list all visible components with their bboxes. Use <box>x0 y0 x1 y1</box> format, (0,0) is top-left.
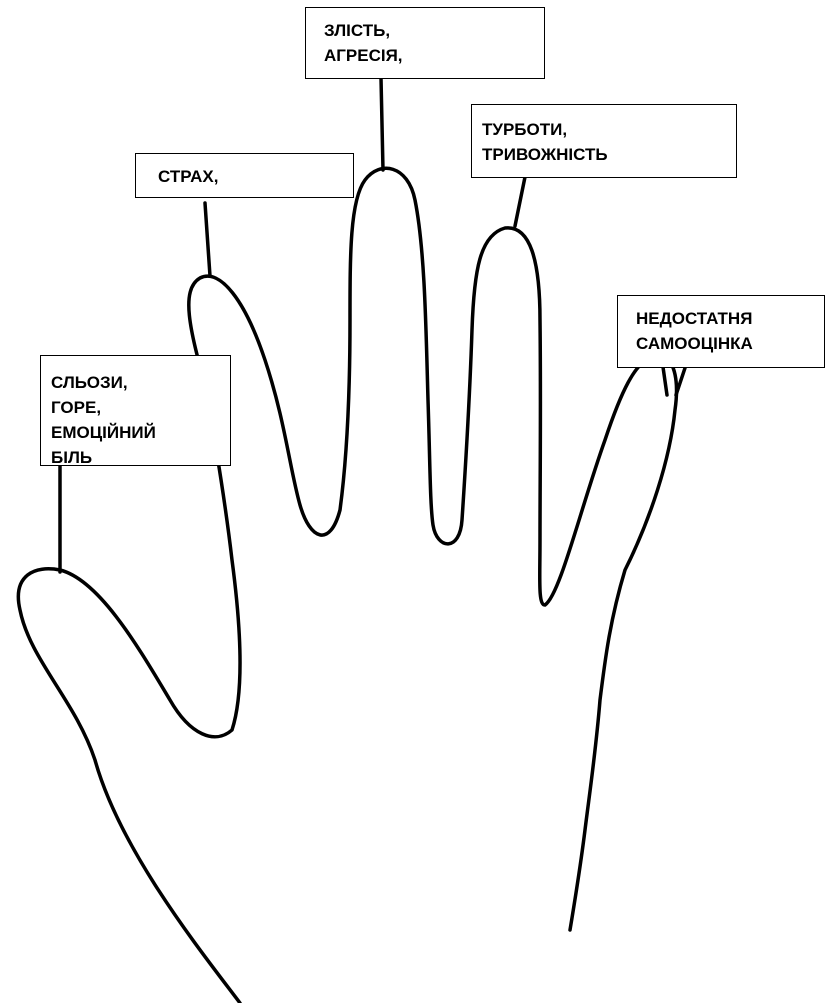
label-ring-line-2: ТРИВОЖНІСТЬ <box>482 142 736 167</box>
ring-leader-line <box>515 177 525 226</box>
label-ring: ТУРБОТИ, ТРИВОЖНІСТЬ <box>471 104 737 178</box>
label-thumb-line-4: БІЛЬ <box>51 445 230 466</box>
hand-outline <box>18 168 676 1003</box>
label-middle-line-2: АГРЕСІЯ, <box>324 43 544 68</box>
label-thumb-line-1: СЛЬОЗИ, <box>51 370 230 395</box>
label-index: СТРАХ, <box>135 153 354 198</box>
label-little-line-1: НЕДОСТАТНЯ <box>636 306 824 331</box>
label-thumb-line-3: ЕМОЦІЙНИЙ <box>51 420 230 445</box>
middle-leader-line <box>381 78 383 170</box>
label-ring-line-1: ТУРБОТИ, <box>482 117 736 142</box>
label-little-line-2: САМООЦІНКА <box>636 331 824 356</box>
index-leader-line <box>205 203 210 276</box>
label-thumb-line-2: ГОРЕ, <box>51 395 230 420</box>
label-middle-line-1: ЗЛІСТЬ, <box>324 18 544 43</box>
label-thumb: СЛЬОЗИ, ГОРЕ, ЕМОЦІЙНИЙ БІЛЬ <box>40 355 231 466</box>
label-index-line-1: СТРАХ, <box>158 164 353 189</box>
label-little: НЕДОСТАТНЯ САМООЦІНКА <box>617 295 825 368</box>
label-middle: ЗЛІСТЬ, АГРЕСІЯ, <box>305 7 545 79</box>
